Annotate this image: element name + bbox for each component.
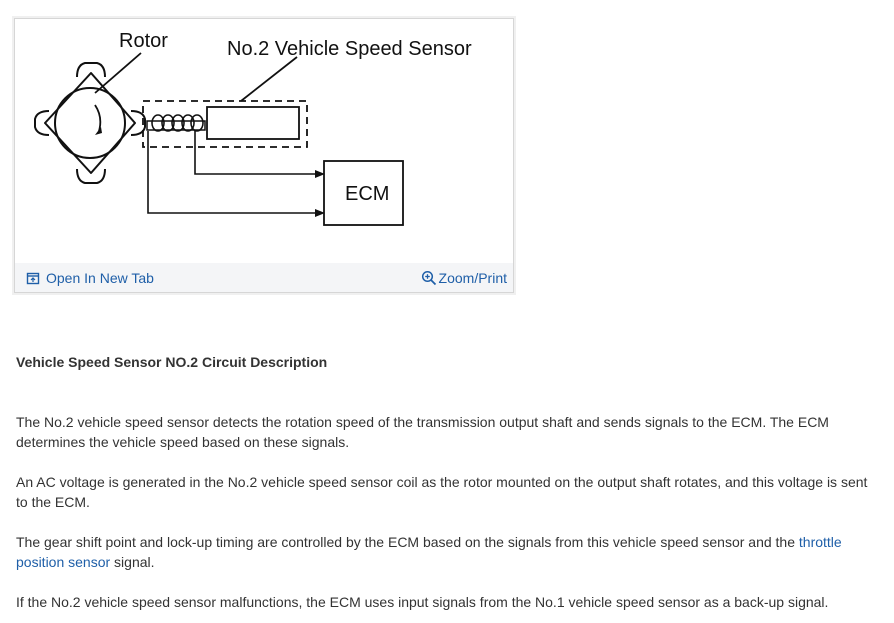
paragraph-3: The gear shift point and lock-up timing …	[16, 532, 882, 572]
pickup-core	[146, 120, 206, 131]
rotor-lobe-bottom	[76, 168, 106, 184]
article-title: Vehicle Speed Sensor NO.2 Circuit Descri…	[16, 354, 328, 370]
rotor-circle	[54, 87, 126, 159]
zoom-print-button[interactable]: Zoom/Print	[421, 263, 507, 292]
figure-card: Rotor No.2 Vehicle Speed Sensor ECM Open…	[14, 18, 514, 293]
paragraph-3-before: The gear shift point and lock-up timing …	[16, 534, 799, 550]
speed-sensor-diagram: Rotor No.2 Vehicle Speed Sensor ECM	[15, 19, 513, 263]
paragraph-1: The No.2 vehicle speed sensor detects th…	[16, 414, 829, 450]
sensor-dashed-box	[142, 100, 308, 148]
wire-lower	[147, 131, 315, 214]
figure-toolbar: Open In New Tab Zoom/Print	[15, 263, 513, 292]
diagram-svg: Rotor No.2 Vehicle Speed Sensor ECM	[34, 30, 472, 226]
paragraph-3-after: signal.	[110, 554, 155, 570]
open-in-new-tab-button[interactable]: Open In New Tab	[25, 263, 154, 292]
article: Vehicle Speed Sensor NO.2 Circuit Descri…	[16, 352, 882, 612]
rotor-lobe-left	[34, 110, 50, 136]
open-in-new-tab-icon	[25, 270, 41, 286]
paragraph-4: If the No.2 vehicle speed sensor malfunc…	[16, 594, 829, 610]
rotor-lobe-top	[76, 62, 106, 78]
rotor-leader	[94, 52, 142, 94]
open-in-new-tab-label: Open In New Tab	[46, 269, 154, 286]
sensor-leader	[240, 56, 298, 102]
sensor-coil	[151, 114, 204, 132]
sensor-label: No.2 Vehicle Speed Sensor	[227, 38, 472, 60]
rotation-arrow	[94, 104, 102, 132]
wire-upper	[194, 131, 315, 175]
ecm-label: ECM	[345, 183, 389, 205]
rotor-lobe-right	[130, 110, 146, 136]
zoom-print-label: Zoom/Print	[438, 269, 507, 286]
zoom-icon	[421, 270, 437, 286]
rotor-label: Rotor	[119, 30, 168, 52]
throttle-position-sensor-link[interactable]: throttle position sensor	[16, 534, 842, 570]
sensor-inner-box	[206, 106, 300, 140]
ecm-box	[323, 160, 404, 226]
paragraph-2: An AC voltage is generated in the No.2 v…	[16, 474, 868, 510]
